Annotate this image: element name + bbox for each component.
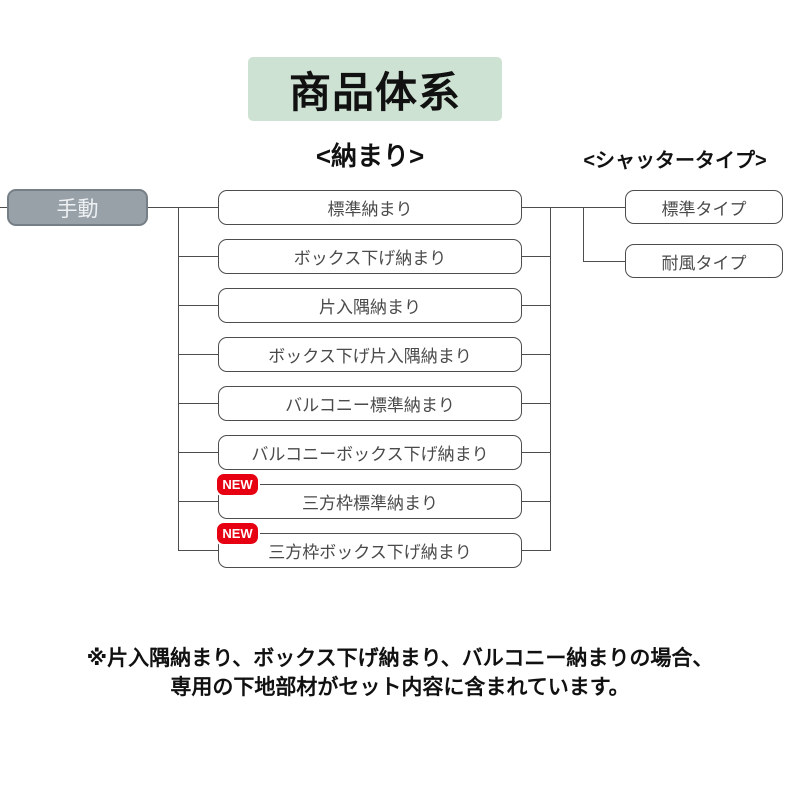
footnote-line-1: ※片入隅納まり、ボックス下げ納まり、バルコニー納まりの場合、 (86, 647, 714, 670)
new-badge: NEW (217, 523, 258, 544)
connector-line (0, 207, 7, 208)
connector-line (583, 207, 584, 262)
fitting-node-balcony-box-lowered: バルコニーボックス下げ納まり (218, 435, 522, 470)
footnote-line-2: 専用の下地部材がセット内容に含まれています。 (170, 676, 630, 699)
connector-line (522, 207, 550, 208)
connector-line (148, 207, 218, 208)
fitting-node-three-way-frame-standard: 三方枠標準納まり (218, 484, 522, 519)
shutter-node-standard: 標準タイプ (625, 190, 783, 224)
connector-trunk-right (550, 207, 551, 551)
connector-line (550, 207, 625, 208)
connector-line (178, 256, 218, 257)
fitting-node-box-lowered: ボックス下げ納まり (218, 239, 522, 274)
fitting-column-header: <納まり> (315, 141, 425, 171)
connector-line (522, 305, 550, 306)
footnote: ※片入隅納まり、ボックス下げ納まり、バルコニー納まりの場合、 専用の下地部材がセ… (0, 644, 800, 702)
new-badge: NEW (217, 474, 258, 495)
connector-line (178, 452, 218, 453)
connector-line (178, 305, 218, 306)
shutter-node-wind-resistant: 耐風タイプ (625, 244, 783, 278)
fitting-node-box-lowered-single-corner: ボックス下げ片入隅納まり (218, 337, 522, 372)
connector-line (522, 403, 550, 404)
fitting-node-three-way-frame-box-lowered: 三方枠ボックス下げ納まり (218, 533, 522, 568)
fitting-node-standard: 標準納まり (218, 190, 522, 225)
page-title: 商品体系 (248, 57, 502, 121)
connector-line (178, 403, 218, 404)
connector-line (522, 501, 550, 502)
connector-line (522, 354, 550, 355)
connector-line (178, 354, 218, 355)
shutter-column-header: <シャッタータイプ> (583, 150, 767, 172)
connector-line (522, 256, 550, 257)
connector-trunk-left (178, 207, 179, 551)
connector-line (522, 550, 550, 551)
connector-line (583, 261, 625, 262)
connector-line (178, 550, 218, 551)
fitting-node-single-corner: 片入隅納まり (218, 288, 522, 323)
connector-line (522, 452, 550, 453)
manual-root-node: 手動 (7, 189, 148, 226)
fitting-node-balcony-standard: バルコニー標準納まり (218, 386, 522, 421)
connector-line (178, 501, 218, 502)
